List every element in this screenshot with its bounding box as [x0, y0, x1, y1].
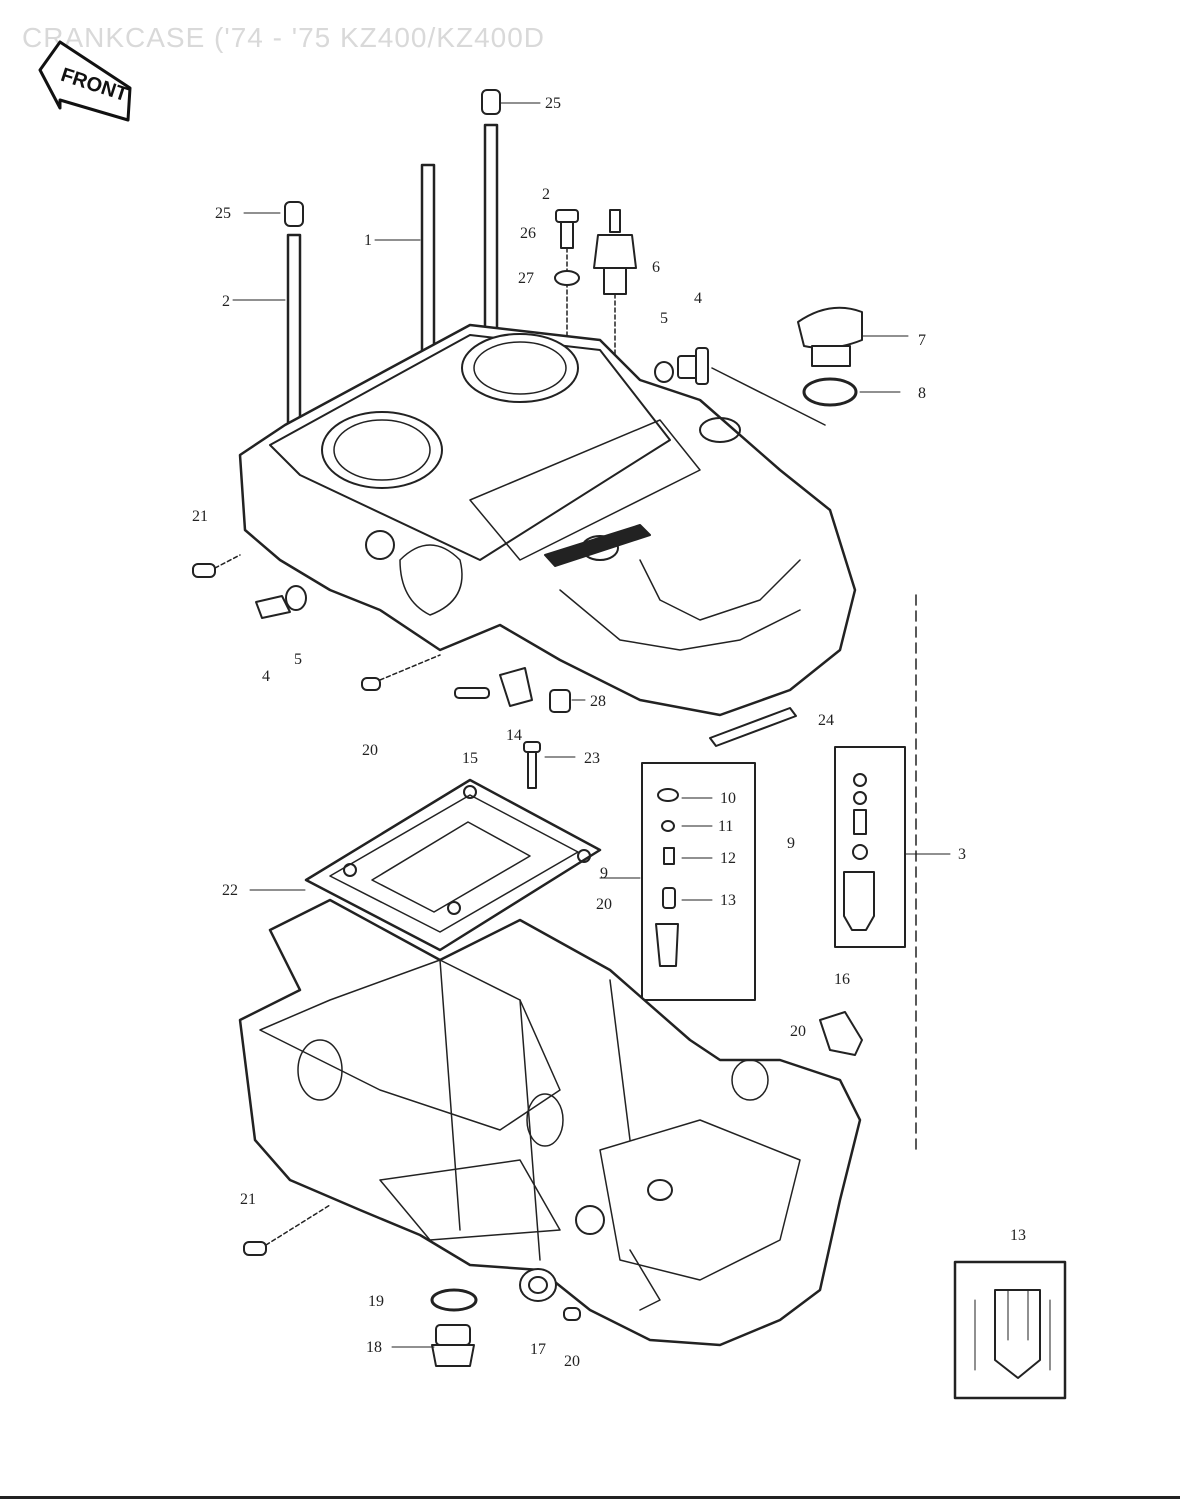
- callout-2-top: 2: [542, 186, 550, 203]
- callout-5-lower: 5: [294, 651, 302, 668]
- washer-27: [554, 270, 580, 286]
- diagram-title: CRANKCASE ('74 - '75 KZ400/KZ400D: [22, 22, 545, 53]
- dowel-21-upper: [192, 554, 241, 578]
- drain-plug-18: [431, 1324, 475, 1367]
- callout-20-center: 20: [596, 896, 612, 913]
- neutral-switch-6: [593, 209, 637, 361]
- bolt-15: [454, 667, 533, 707]
- leader-lines: [232, 102, 909, 1348]
- callout-27: 27: [518, 270, 534, 287]
- callout-9-left: 9: [600, 865, 608, 882]
- callout-4-upper: 4: [694, 290, 702, 307]
- callout-24: 24: [818, 712, 834, 729]
- callout-28: 28: [590, 693, 606, 710]
- callout-4-lower: 4: [262, 668, 270, 685]
- callout-6: 6: [652, 259, 660, 276]
- callout-19: 19: [368, 1293, 384, 1310]
- callout-21-upper: 21: [192, 508, 208, 525]
- callout-12: 12: [720, 850, 736, 867]
- o-ring-8: [802, 377, 858, 407]
- callout-14: 14: [506, 727, 522, 744]
- plug-4-upper: [654, 347, 826, 426]
- page-bottom-rule: [0, 1496, 1180, 1499]
- front-arrow-badge: FRONT: [38, 40, 132, 122]
- relief-valve-box-right: [834, 746, 951, 948]
- callout-9-right: 9: [787, 835, 795, 852]
- callout-25-left: 25: [215, 205, 231, 222]
- dowel-20-bottom: [563, 1307, 581, 1321]
- plug-4-lower: [255, 585, 307, 619]
- lower-crankcase: [238, 898, 862, 1347]
- callout-10: 10: [720, 790, 736, 807]
- callout-15: 15: [462, 750, 478, 767]
- oil-filler-cap-7: [797, 306, 863, 367]
- callout-11: 11: [718, 818, 733, 835]
- dowel-20-left: [361, 654, 441, 691]
- o-ring-19: [430, 1288, 478, 1312]
- callout-13-inset: 13: [1010, 1227, 1026, 1244]
- callout-1: 1: [364, 232, 372, 249]
- relief-valve-box-left: [641, 762, 756, 1001]
- callout-5-upper: 5: [660, 310, 668, 327]
- plug-17: [519, 1268, 557, 1302]
- plug-16: [819, 1011, 863, 1056]
- callout-18: 18: [366, 1339, 382, 1356]
- callout-25-top: 25: [545, 95, 561, 112]
- stud-left: [284, 201, 304, 437]
- stud-middle: [420, 163, 436, 377]
- callout-17: 17: [530, 1341, 546, 1358]
- plug-28: [549, 689, 571, 713]
- callout-20-right: 20: [790, 1023, 806, 1040]
- callout-26: 26: [520, 225, 536, 242]
- upper-crankcase: [238, 323, 857, 717]
- callout-3: 3: [958, 846, 966, 863]
- bolt-14-23: [523, 741, 541, 789]
- callout-8: 8: [918, 385, 926, 402]
- callout-21-lower: 21: [240, 1191, 256, 1208]
- breather-cover-22: [304, 778, 602, 952]
- callout-20-left: 20: [362, 742, 378, 759]
- callout-2-left: 2: [222, 293, 230, 310]
- inset-box-13: [953, 1260, 1067, 1400]
- callout-16: 16: [834, 971, 850, 988]
- callout-13: 13: [720, 892, 736, 909]
- stud-right: [481, 89, 501, 332]
- callout-7: 7: [918, 332, 926, 349]
- callout-labels: 25 25 1 2 2 26 27 6 4 5 7 8 21 4 5 20 15…: [192, 95, 1026, 1370]
- callout-22: 22: [222, 882, 238, 899]
- dowel-21-lower: [243, 1204, 331, 1256]
- callout-23: 23: [584, 750, 600, 767]
- callout-20-bottom: 20: [564, 1353, 580, 1370]
- stud-24: [709, 707, 797, 747]
